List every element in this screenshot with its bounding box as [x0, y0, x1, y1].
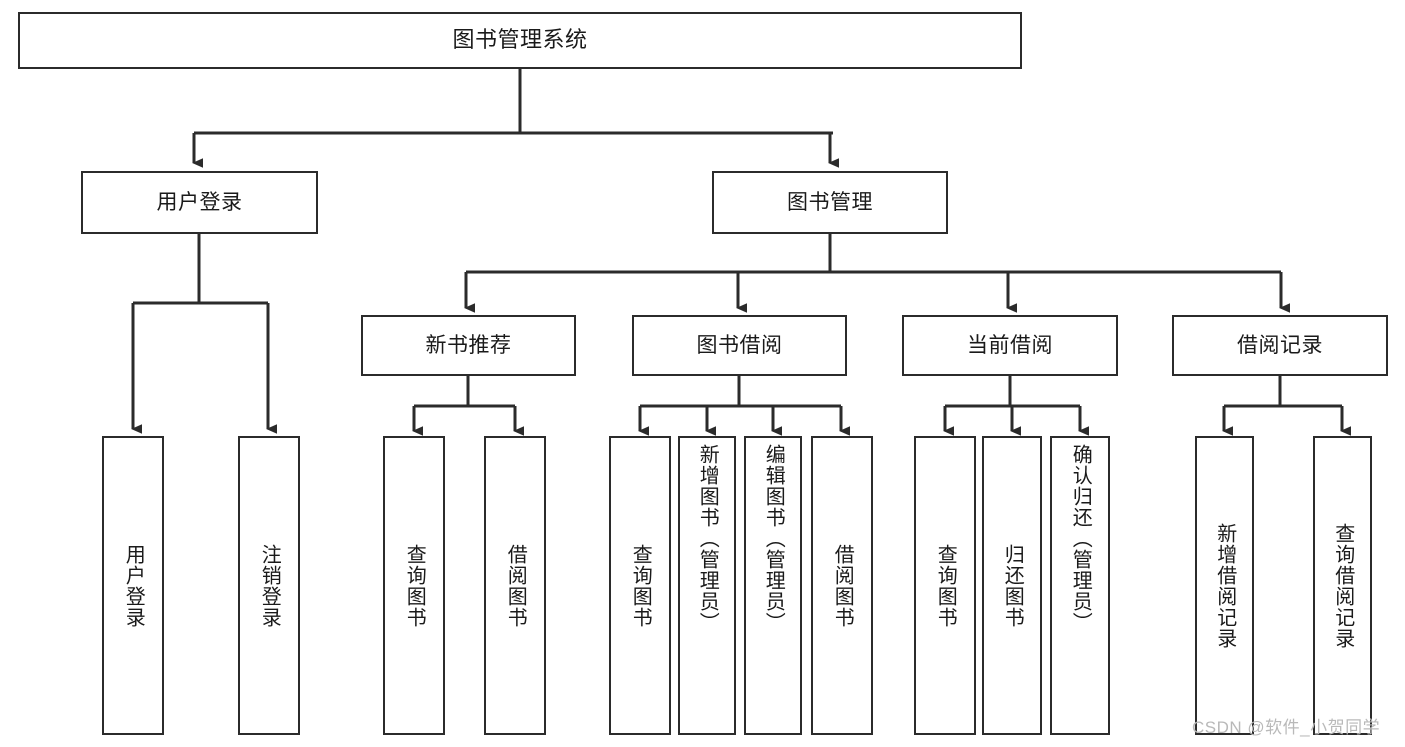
- node-leaf-confirm-return-admin[interactable]: 确认归还（管理员）: [1050, 436, 1110, 735]
- node-leaf-add-book-admin[interactable]: 新增图书（管理员）: [678, 436, 736, 735]
- node-leaf-user-login[interactable]: 用户登录: [102, 436, 164, 735]
- node-current-borrow-label: 当前借阅: [967, 333, 1053, 357]
- node-leaf-borrow-book-rec[interactable]: 借阅图书: [484, 436, 546, 735]
- node-root[interactable]: 图书管理系统: [18, 12, 1022, 69]
- node-book-management[interactable]: 图书管理: [712, 171, 948, 234]
- node-new-book-recommend-label: 新书推荐: [425, 333, 512, 357]
- node-book-management-label: 图书管理: [787, 190, 873, 214]
- node-book-borrow-label: 图书借阅: [696, 333, 783, 357]
- node-leaf-logout-login-label: 注销登录: [258, 543, 281, 628]
- node-borrow-record-label: 借阅记录: [1237, 333, 1323, 357]
- node-leaf-return-book[interactable]: 归还图书: [982, 436, 1042, 735]
- node-user-login-label: 用户登录: [156, 190, 243, 214]
- node-leaf-add-borrow-record-label: 新增借阅记录: [1213, 522, 1236, 649]
- node-leaf-user-login-label: 用户登录: [122, 543, 145, 628]
- node-book-borrow[interactable]: 图书借阅: [632, 315, 847, 376]
- node-leaf-borrow-book[interactable]: 借阅图书: [811, 436, 873, 735]
- node-new-book-recommend[interactable]: 新书推荐: [361, 315, 576, 376]
- node-borrow-record[interactable]: 借阅记录: [1172, 315, 1388, 376]
- node-leaf-confirm-return-admin-label: 确认归还（管理员）: [1069, 444, 1092, 633]
- node-user-login[interactable]: 用户登录: [81, 171, 318, 234]
- node-leaf-query-borrow-record-label: 查询借阅记录: [1331, 522, 1354, 649]
- node-leaf-borrow-book-label: 借阅图书: [831, 543, 854, 628]
- node-leaf-query-borrow-record[interactable]: 查询借阅记录: [1313, 436, 1372, 735]
- node-leaf-return-book-label: 归还图书: [1001, 543, 1024, 628]
- node-leaf-add-borrow-record[interactable]: 新增借阅记录: [1195, 436, 1254, 735]
- node-leaf-edit-book-admin-label: 编辑图书（管理员）: [762, 444, 785, 633]
- node-leaf-query-book-current-label: 查询图书: [934, 543, 957, 628]
- node-leaf-query-book-current[interactable]: 查询图书: [914, 436, 976, 735]
- node-leaf-query-book-rec-label: 查询图书: [403, 543, 426, 628]
- watermark-text: CSDN @软件_小贺同学: [1192, 718, 1381, 737]
- node-root-label: 图书管理系统: [452, 27, 588, 53]
- node-leaf-borrow-book-rec-label: 借阅图书: [504, 543, 527, 628]
- node-leaf-query-book-rec[interactable]: 查询图书: [383, 436, 445, 735]
- node-leaf-query-book-borrow[interactable]: 查询图书: [609, 436, 671, 735]
- node-current-borrow[interactable]: 当前借阅: [902, 315, 1118, 376]
- node-leaf-edit-book-admin[interactable]: 编辑图书（管理员）: [744, 436, 802, 735]
- node-leaf-add-book-admin-label: 新增图书（管理员）: [696, 444, 719, 633]
- node-leaf-query-book-borrow-label: 查询图书: [629, 543, 652, 628]
- node-leaf-logout-login[interactable]: 注销登录: [238, 436, 300, 735]
